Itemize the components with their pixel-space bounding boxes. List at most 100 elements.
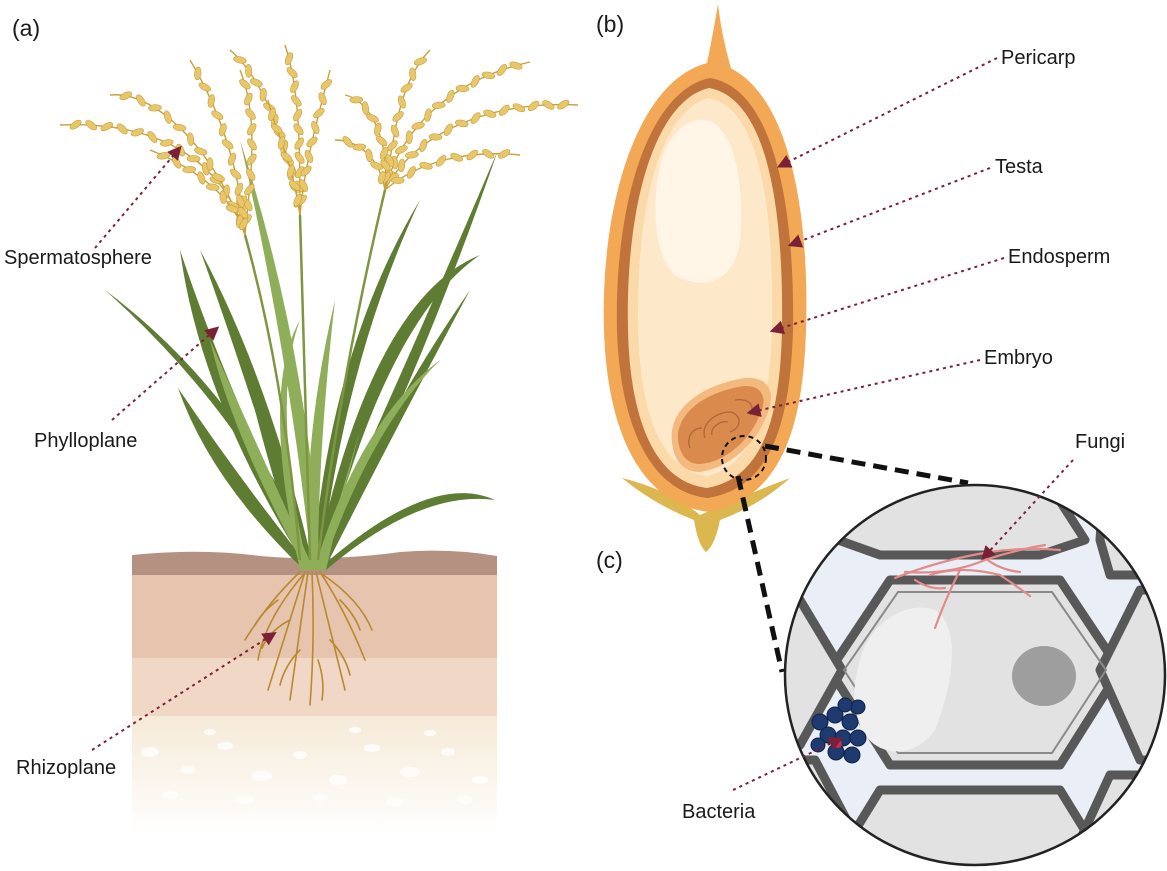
rice-grain xyxy=(237,207,248,219)
zoom-connectors xyxy=(735,443,969,673)
rice-grain xyxy=(244,184,255,196)
rice-grain xyxy=(194,66,202,81)
roots xyxy=(244,571,373,706)
rice-grain xyxy=(205,183,220,191)
rice-grain xyxy=(542,100,555,110)
rice-grain xyxy=(219,190,227,205)
rice-grain xyxy=(481,71,496,80)
rice-grain xyxy=(182,166,196,174)
rice-grain xyxy=(284,52,294,66)
rice-grain xyxy=(431,101,446,109)
rice-grain xyxy=(450,153,463,162)
rice-grain xyxy=(163,110,172,124)
rice-grain xyxy=(212,173,225,182)
rice-grain xyxy=(268,107,276,121)
rice-grain xyxy=(361,101,369,115)
rice-grain xyxy=(245,108,256,120)
rice-grain xyxy=(294,152,305,164)
rice-grain xyxy=(419,138,428,152)
rice-grain xyxy=(406,166,416,179)
rice-grain xyxy=(411,122,425,130)
rice-grain xyxy=(119,91,133,101)
rice-grain xyxy=(246,168,256,181)
rice-grain xyxy=(400,83,413,93)
rice-grain xyxy=(239,217,249,231)
panel-c-label: (c) xyxy=(596,547,623,573)
rice-grain xyxy=(147,131,158,143)
rice-grain xyxy=(419,162,433,170)
rice-grain xyxy=(207,94,215,108)
rice-grain xyxy=(294,137,304,150)
rice-grain xyxy=(293,123,304,136)
rice-grain xyxy=(482,149,495,159)
magnified-cells xyxy=(783,483,1167,867)
rice-grain xyxy=(291,95,302,107)
rice-grain xyxy=(197,171,206,185)
rice-grain xyxy=(509,61,523,70)
rice-grain xyxy=(218,123,227,137)
rice-grain xyxy=(306,136,318,148)
rice-grain xyxy=(247,138,257,151)
soil-block xyxy=(132,550,497,836)
rice-grain xyxy=(397,95,406,109)
rice-grain xyxy=(466,149,478,161)
rice-grain xyxy=(246,153,257,166)
rice-grain xyxy=(380,159,391,172)
rice-grain xyxy=(497,64,507,76)
rhizoplane-label: Rhizoplane xyxy=(16,757,116,779)
panel-b-label: (b) xyxy=(596,11,624,37)
rice-grain xyxy=(470,112,481,124)
rice-grain xyxy=(236,194,245,208)
rice-grain xyxy=(370,161,383,171)
spermatosphere-label: Spermatosphere xyxy=(4,247,152,269)
rice-grain xyxy=(374,122,382,136)
rice-grain xyxy=(527,100,540,112)
phylloplane-label: Phylloplane xyxy=(34,430,137,452)
rice-grain xyxy=(244,92,253,106)
embryo-label: Embryo xyxy=(984,347,1053,369)
rice-grain xyxy=(392,111,404,122)
fungi-label: Fungi xyxy=(1075,431,1125,453)
rice-grain xyxy=(227,152,237,166)
rice-grain xyxy=(239,79,251,90)
rice-grain xyxy=(390,124,400,138)
rice-grain xyxy=(116,123,128,135)
rice-grain xyxy=(172,123,187,132)
rice-grain xyxy=(409,67,417,81)
rice-grain xyxy=(375,135,388,147)
rice-grain xyxy=(455,119,469,128)
rice-grain xyxy=(245,64,253,78)
rice-grain xyxy=(290,80,299,93)
rice-grain xyxy=(366,113,379,123)
rice-grain xyxy=(148,104,162,112)
rice-grain xyxy=(69,119,82,130)
rice-grain xyxy=(470,75,480,88)
rice-grain xyxy=(424,108,432,122)
rice-grain xyxy=(498,149,511,159)
rice-grain xyxy=(365,148,373,163)
rice-grain xyxy=(280,151,293,162)
rice-grain xyxy=(313,107,325,119)
rice-grain xyxy=(230,168,242,180)
rice-grain xyxy=(428,133,443,141)
rice-grain xyxy=(221,139,234,150)
rice-grain xyxy=(136,94,146,107)
panicles xyxy=(59,44,579,236)
rice-grain xyxy=(455,84,470,93)
pericarp-label: Pericarp xyxy=(1001,47,1075,69)
rice-grain xyxy=(557,99,570,110)
rice-grain xyxy=(390,176,405,184)
rice-grain xyxy=(247,123,257,136)
testa-label: Testa xyxy=(995,156,1044,178)
rice-grain xyxy=(413,57,427,66)
rice-grain xyxy=(187,132,195,146)
rice-grain xyxy=(234,182,244,196)
rice-grain xyxy=(512,103,526,113)
rice-grain xyxy=(398,158,406,173)
rice-grain xyxy=(277,136,286,150)
rice-grain xyxy=(100,122,114,132)
rice-grain xyxy=(311,121,320,134)
rice-plant xyxy=(59,44,579,570)
rice-grain xyxy=(405,130,413,145)
